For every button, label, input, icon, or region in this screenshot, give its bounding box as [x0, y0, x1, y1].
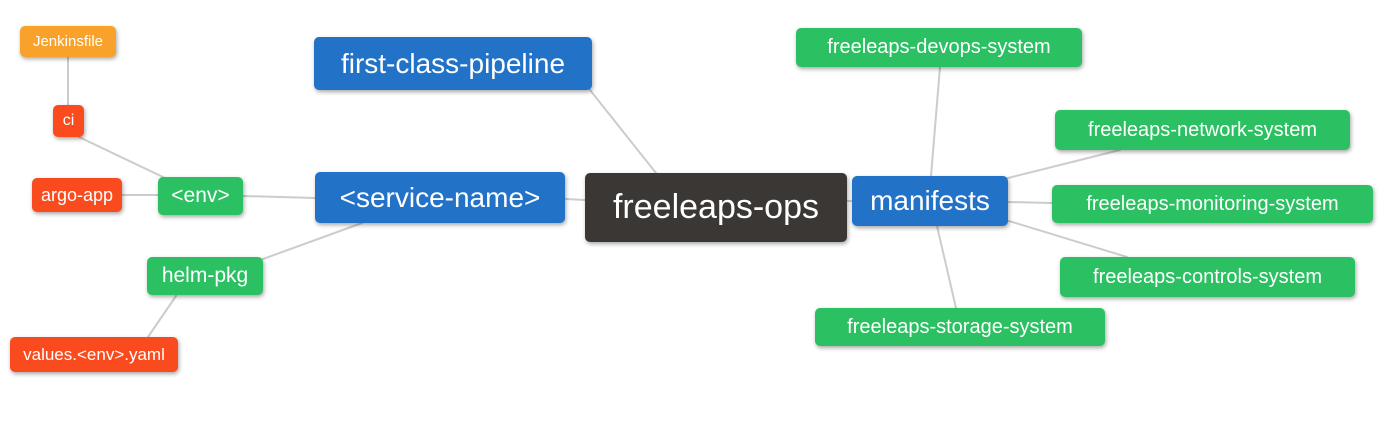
- node-label-jenkinsfile: Jenkinsfile: [32, 33, 104, 50]
- edge-manifests-devops-system: [930, 66, 941, 177]
- node-manifests[interactable]: manifests: [852, 176, 1008, 226]
- node-label-argo-app: argo-app: [40, 184, 114, 205]
- node-helm-pkg[interactable]: helm-pkg: [147, 257, 263, 295]
- node-jenkinsfile[interactable]: Jenkinsfile: [20, 26, 116, 57]
- node-label-storage-system: freeleaps-storage-system: [847, 315, 1073, 338]
- node-label-network-system: freeleaps-network-system: [1088, 118, 1317, 141]
- node-label-env: <env>: [171, 184, 230, 207]
- node-env[interactable]: <env>: [158, 177, 243, 215]
- node-label-values-env-yaml: values.<env>.yaml: [23, 344, 165, 364]
- edge-env-service-name: [242, 195, 316, 199]
- node-controls-system[interactable]: freeleaps-controls-system: [1060, 257, 1355, 297]
- node-ci[interactable]: ci: [53, 105, 84, 137]
- edge-manifests-controls-system: [1008, 220, 1128, 258]
- node-label-ci: ci: [62, 112, 75, 129]
- edge-service-name-freeleaps-ops: [564, 198, 586, 201]
- edge-ci-env: [78, 136, 166, 179]
- node-service-name[interactable]: <service-name>: [315, 172, 565, 223]
- edge-helm-pkg-values-env-yaml: [147, 295, 177, 338]
- node-label-service-name: <service-name>: [339, 181, 541, 213]
- node-label-first-class-pipeline: first-class-pipeline: [340, 47, 566, 79]
- edge-helm-pkg-service-name: [262, 222, 363, 260]
- node-label-helm-pkg: helm-pkg: [161, 264, 249, 287]
- node-label-controls-system: freeleaps-controls-system: [1093, 265, 1322, 288]
- node-argo-app[interactable]: argo-app: [32, 178, 122, 212]
- node-freeleaps-ops[interactable]: freeleaps-ops: [585, 173, 847, 242]
- node-values-env-yaml[interactable]: values.<env>.yaml: [10, 337, 178, 372]
- node-monitoring-system[interactable]: freeleaps-monitoring-system: [1052, 185, 1373, 223]
- node-network-system[interactable]: freeleaps-network-system: [1055, 110, 1350, 150]
- edge-first-class-pipeline-freeleaps-ops: [589, 89, 657, 174]
- node-label-devops-system: freeleaps-devops-system: [827, 36, 1051, 58]
- node-first-class-pipeline[interactable]: first-class-pipeline: [314, 37, 592, 90]
- edge-manifests-network-system: [1007, 149, 1121, 179]
- node-devops-system[interactable]: freeleaps-devops-system: [796, 28, 1082, 67]
- node-label-freeleaps-ops: freeleaps-ops: [612, 188, 819, 226]
- node-label-monitoring-system: freeleaps-monitoring-system: [1086, 192, 1339, 215]
- node-label-manifests: manifests: [870, 185, 990, 216]
- node-storage-system[interactable]: freeleaps-storage-system: [815, 308, 1105, 346]
- edge-manifests-storage-system: [936, 225, 957, 309]
- edge-manifests-monitoring-system: [1007, 201, 1053, 204]
